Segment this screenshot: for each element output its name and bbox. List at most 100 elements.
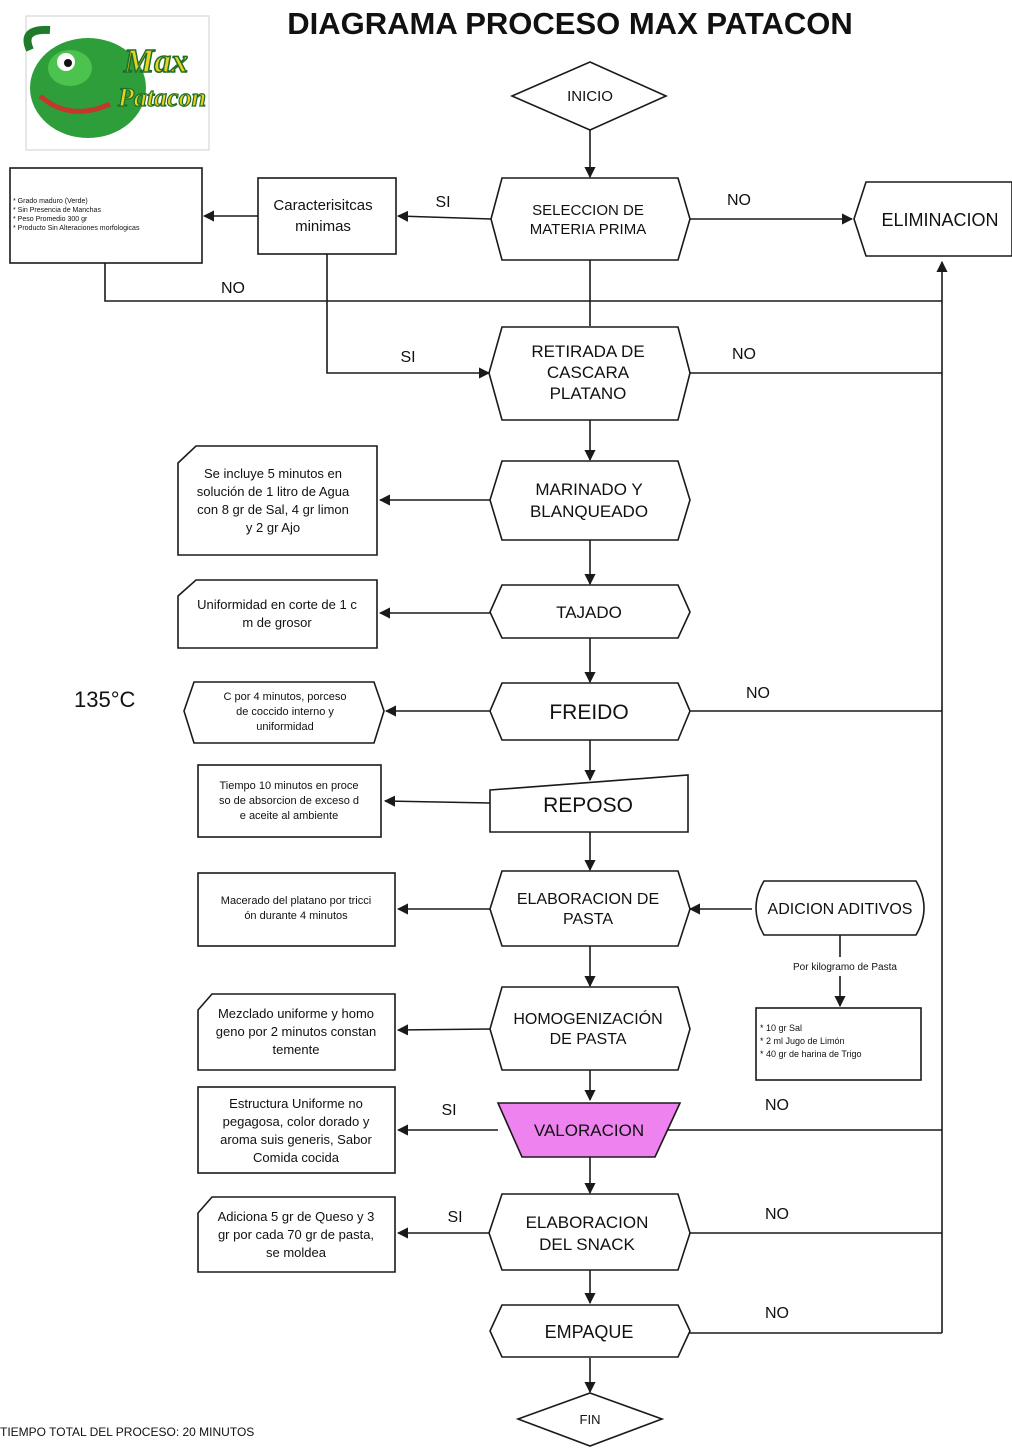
tajado-note: Uniformidad en corte de 1 c m de grosor xyxy=(177,579,378,649)
svg-text:NO: NO xyxy=(221,280,245,297)
retirada-node: RETIRADA DE CASCARA PLATANO xyxy=(488,326,691,421)
svg-text:ELABORACION: ELABORACION xyxy=(526,1213,649,1232)
svg-text:* Peso Promedio 300 gr: * Peso Promedio 300 gr xyxy=(13,216,88,223)
svg-text:TAJADO: TAJADO xyxy=(556,603,622,622)
homogenizacion-note: Mezclado uniforme y homo geno por 2 minu… xyxy=(197,993,396,1071)
svg-text:minimas: minimas xyxy=(295,218,351,235)
svg-text:SELECCION DE: SELECCION DE xyxy=(532,202,644,219)
svg-text:* Sin Presencia de Manchas: * Sin Presencia de Manchas xyxy=(13,207,101,214)
marinado-note: Se incluye 5 minutos en solución de 1 li… xyxy=(177,445,378,556)
diagram-title: DIAGRAMA PROCESO MAX PATACON xyxy=(287,6,852,41)
svg-text:temente: temente xyxy=(273,1042,320,1057)
svg-text:MATERIA PRIMA: MATERIA PRIMA xyxy=(530,221,646,238)
svg-text:ELIMINACION: ELIMINACION xyxy=(881,210,998,230)
seleccion-node: SELECCION DE MATERIA PRIMA xyxy=(490,177,691,261)
valoracion-note: Estructura Uniforme no pegagosa, color d… xyxy=(197,1086,396,1174)
svg-text:Uniformidad en corte de 1 c: Uniformidad en corte de 1 c xyxy=(197,597,357,612)
svg-text:FREIDO: FREIDO xyxy=(549,701,628,724)
svg-text:SI: SI xyxy=(435,194,450,211)
inicio-node: INICIO xyxy=(509,61,668,131)
svg-text:* 40 gr de harina de Trigo: * 40 gr de harina de Trigo xyxy=(760,1049,862,1059)
svg-text:REPOSO: REPOSO xyxy=(543,794,633,817)
svg-text:HOMOGENIZACIÓN: HOMOGENIZACIÓN xyxy=(513,1009,662,1028)
svg-text:NO: NO xyxy=(765,1206,789,1223)
svg-text:CASCARA: CASCARA xyxy=(547,363,630,382)
svg-text:geno por 2 minutos constan: geno por 2 minutos constan xyxy=(216,1024,376,1039)
svg-text:Adiciona 5 gr de Queso y 3: Adiciona 5 gr de Queso y 3 xyxy=(218,1209,375,1224)
max-patacon-logo: Max Patacon xyxy=(23,15,210,151)
svg-text:y 2 gr Ajo: y 2 gr Ajo xyxy=(246,520,300,535)
svg-text:Mezclado uniforme y homo: Mezclado uniforme y homo xyxy=(218,1006,374,1021)
svg-text:SI: SI xyxy=(400,349,415,366)
logo-text-patacon: Patacon xyxy=(117,83,206,112)
svg-text:pegagosa, color dorado y: pegagosa, color dorado y xyxy=(223,1114,370,1129)
homogenizacion-node: HOMOGENIZACIÓN DE PASTA xyxy=(489,986,691,1071)
svg-text:se moldea: se moldea xyxy=(266,1245,327,1260)
svg-text:MARINADO Y: MARINADO Y xyxy=(535,480,642,499)
svg-text:* 2 ml Jugo de Limón: * 2 ml Jugo de Limón xyxy=(760,1036,845,1046)
por-kilogramo-label: Por kilogramo de Pasta xyxy=(793,962,897,973)
tajado-node: TAJADO xyxy=(489,584,691,639)
svg-text:aroma suis generis, Sabor: aroma suis generis, Sabor xyxy=(220,1132,372,1147)
svg-text:de coccido interno y: de coccido interno y xyxy=(236,706,334,718)
aditivos-list-box: * 10 gr Sal * 2 ml Jugo de Limón * 40 gr… xyxy=(755,1007,922,1081)
svg-text:SI: SI xyxy=(441,1102,456,1119)
total-time-footer: TIEMPO TOTAL DEL PROCESO: 20 MINUTOS xyxy=(0,1425,254,1439)
svg-text:RETIRADA DE: RETIRADA DE xyxy=(531,342,644,361)
svg-text:EMPAQUE: EMPAQUE xyxy=(545,1322,634,1342)
freido-note: C por 4 minutos, porceso de coccido inte… xyxy=(183,681,385,744)
svg-text:con 8 gr de Sal, 4 gr limon: con 8 gr de Sal, 4 gr limon xyxy=(197,502,349,517)
svg-text:DEL SNACK: DEL SNACK xyxy=(539,1235,635,1254)
fin-node: FIN xyxy=(515,1392,665,1447)
freido-node: FREIDO xyxy=(489,682,691,741)
decision-labels: SI NO NO SI NO NO SI NO SI NO NO xyxy=(221,192,789,1322)
marinado-node: MARINADO Y BLANQUEADO xyxy=(489,460,691,541)
connectors xyxy=(104,130,948,1394)
svg-text:PLATANO: PLATANO xyxy=(550,384,627,403)
aditivos-node: ADICION ADITIVOS xyxy=(755,880,925,936)
freido-temperature: 135°C xyxy=(74,687,136,712)
caracteristicas-list-box: * Grado maduro (Verde) * Sin Presencia d… xyxy=(9,167,203,264)
svg-text:BLANQUEADO: BLANQUEADO xyxy=(530,502,648,521)
svg-text:Tiempo 10 minutos en proce: Tiempo 10 minutos en proce xyxy=(220,780,359,792)
svg-text:VALORACION: VALORACION xyxy=(534,1121,644,1140)
svg-text:PASTA: PASTA xyxy=(563,911,613,928)
svg-text:solución de 1 litro de Agua: solución de 1 litro de Agua xyxy=(197,484,350,499)
svg-text:* 10 gr Sal: * 10 gr Sal xyxy=(760,1023,802,1033)
svg-text:Comida cocida: Comida cocida xyxy=(253,1150,340,1165)
svg-text:gr por cada 70 gr de pasta,: gr por cada 70 gr de pasta, xyxy=(218,1227,374,1242)
reposo-node: REPOSO xyxy=(489,774,689,833)
svg-text:NO: NO xyxy=(727,192,751,209)
svg-text:uniformidad: uniformidad xyxy=(256,721,313,733)
svg-text:* Grado maduro (Verde): * Grado maduro (Verde) xyxy=(13,198,88,205)
svg-text:ELABORACION DE: ELABORACION DE xyxy=(517,891,659,908)
svg-text:SI: SI xyxy=(447,1209,462,1226)
svg-text:NO: NO xyxy=(765,1305,789,1322)
svg-text:C por 4 minutos, porceso: C por 4 minutos, porceso xyxy=(224,691,347,703)
svg-text:INICIO: INICIO xyxy=(567,88,613,105)
svg-text:ón durante 4 minutos: ón durante 4 minutos xyxy=(244,910,348,922)
snack-note: Adiciona 5 gr de Queso y 3 gr por cada 7… xyxy=(197,1196,396,1273)
valoracion-node: VALORACION xyxy=(496,1102,682,1158)
svg-text:NO: NO xyxy=(732,346,756,363)
svg-text:NO: NO xyxy=(765,1097,789,1114)
empaque-node: EMPAQUE xyxy=(489,1304,691,1358)
logo-text-max: Max xyxy=(123,43,188,80)
svg-text:* Producto Sin Alteraciones mo: * Producto Sin Alteraciones morfologicas xyxy=(13,225,140,232)
caracteristicas-node: Caracterisitcas minimas xyxy=(257,177,397,255)
svg-text:so de absorcion de exceso d: so de absorcion de exceso d xyxy=(219,795,359,807)
pasta-note: Macerado del platano por tricci ón duran… xyxy=(197,872,396,947)
svg-text:DE PASTA: DE PASTA xyxy=(550,1031,627,1048)
svg-text:ADICION ADITIVOS: ADICION ADITIVOS xyxy=(768,901,913,918)
svg-text:m de grosor: m de grosor xyxy=(242,615,312,630)
svg-text:Caracterisitcas: Caracterisitcas xyxy=(273,197,372,214)
svg-text:Macerado del platano por tricc: Macerado del platano por tricci xyxy=(221,895,371,907)
svg-text:e aceite al ambiente: e aceite al ambiente xyxy=(240,810,338,822)
reposo-note: Tiempo 10 minutos en proce so de absorci… xyxy=(197,764,382,838)
svg-text:FIN: FIN xyxy=(580,1412,601,1427)
eliminacion-node: ELIMINACION xyxy=(853,181,1012,257)
snack-node: ELABORACION DEL SNACK xyxy=(488,1193,691,1271)
svg-text:Se incluye 5 minutos en: Se incluye 5 minutos en xyxy=(204,466,342,481)
svg-text:NO: NO xyxy=(746,685,770,702)
